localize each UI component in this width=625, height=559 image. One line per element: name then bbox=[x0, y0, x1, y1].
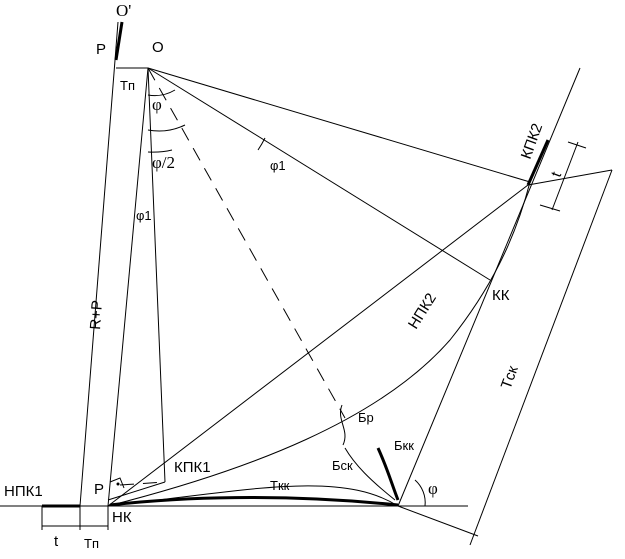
label-r-plus-p: R+P bbox=[87, 300, 106, 331]
tsk-dimension-line bbox=[469, 169, 613, 546]
label-t-left: t bbox=[54, 533, 59, 550]
label-tkk: Tкк bbox=[270, 478, 290, 493]
label-bkk: Бкк bbox=[394, 438, 414, 453]
label-phi1-left: φ1 bbox=[136, 208, 152, 223]
phi1-right-arc bbox=[257, 137, 266, 151]
label-kk: КК bbox=[492, 287, 510, 304]
label-t-right: t bbox=[548, 169, 566, 180]
tsk-extension-bottom bbox=[397, 505, 479, 537]
label-npk2: НПК2 bbox=[405, 290, 440, 332]
radius-o-kpk2 bbox=[147, 67, 531, 183]
phi1-left-arc bbox=[147, 149, 173, 153]
label-tsk: Tск bbox=[498, 363, 522, 391]
label-p-bottom: P bbox=[94, 481, 104, 498]
bisector-dashed bbox=[147, 67, 346, 419]
brace-br bbox=[340, 404, 346, 446]
kpk2-segment bbox=[526, 139, 550, 186]
label-kpk1: КПК1 bbox=[174, 459, 211, 476]
tkk-thick-line bbox=[109, 496, 399, 507]
tsk-extension-top bbox=[527, 169, 613, 186]
radius-o-kpk1 bbox=[147, 67, 166, 483]
label-tp-bottom: Tп bbox=[84, 536, 99, 551]
label-tp-top: Tп bbox=[120, 78, 135, 93]
phi-arc bbox=[147, 89, 176, 97]
label-o: O bbox=[152, 39, 164, 56]
brace-bkk bbox=[376, 447, 400, 501]
label-phi-half: φ/2 bbox=[152, 153, 175, 172]
perp-kpk1 bbox=[107, 481, 166, 501]
t-right-ext1 bbox=[539, 204, 561, 212]
label-npk1: НПК1 bbox=[4, 483, 43, 500]
label-phi-top: φ bbox=[152, 95, 162, 114]
phi-half-arc bbox=[147, 124, 186, 132]
line-oprime-p bbox=[79, 21, 119, 507]
inclined-tangent bbox=[397, 67, 581, 507]
segment-oprime-p bbox=[114, 21, 124, 61]
radius-o-kk bbox=[147, 67, 491, 281]
label-br: Бр bbox=[358, 410, 374, 425]
label-p-top: P bbox=[96, 41, 106, 58]
brace-bsk bbox=[344, 447, 396, 501]
label-phi-bottom: φ bbox=[428, 479, 438, 498]
phi-bottom-arc bbox=[414, 479, 426, 507]
label-o-prime: O' bbox=[116, 1, 131, 20]
kpk1-dashed bbox=[119, 481, 166, 486]
label-phi1-right: φ1 bbox=[270, 158, 286, 173]
radius-o-nk bbox=[107, 67, 149, 507]
main-curve bbox=[107, 181, 531, 507]
label-bsk: Бск bbox=[332, 458, 353, 473]
t-right-dim bbox=[551, 141, 579, 211]
label-nk: НК bbox=[112, 509, 132, 526]
right-angle-dot bbox=[116, 482, 120, 486]
chord-nk-kpk2 bbox=[107, 184, 529, 507]
